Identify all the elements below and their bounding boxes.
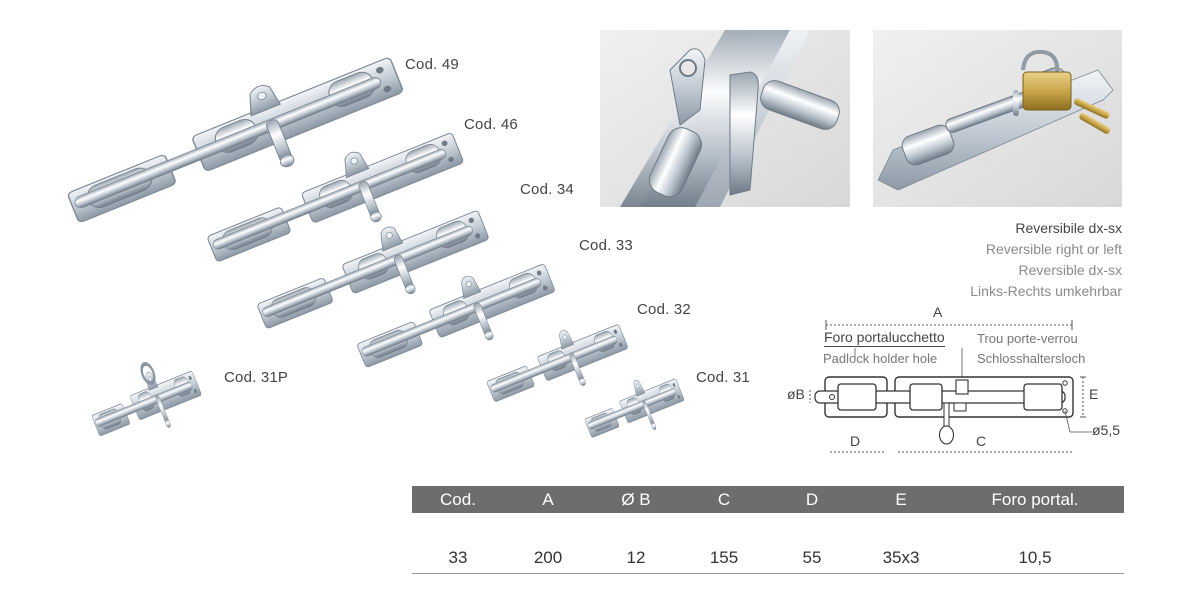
code-label-31p: Cod. 31P [224,369,289,386]
code-label-33: Cod. 33 [579,237,633,254]
foro-label-de: Schlosshaltersloch [977,351,1086,366]
dim-label-d: D [850,433,861,449]
header-e: E [856,486,946,513]
foro-label-it: Foro portalucchetto [824,329,945,347]
reversible-es: Reversible dx-sx [1018,262,1122,278]
code-label-32: Cod. 32 [637,301,691,318]
bolt-cod-31p [83,356,209,440]
cell-cod: 33 [412,513,504,574]
bolt-product-illustrations [55,40,691,440]
spec-table-header: Cod. A Ø B C D E Foro portal. [412,486,1124,513]
dim-label-e: E [1089,386,1099,402]
code-label-31: Cod. 31 [696,369,750,386]
dim-label-c: C [976,433,987,449]
foro-label-fr: Trou porte-verrou [977,331,1078,346]
header-foro: Foro portal. [946,486,1124,513]
header-b: Ø B [592,486,680,513]
reversible-it: Reversibile dx-sx [1015,220,1122,236]
cell-d: 55 [768,513,856,574]
header-a: A [504,486,592,513]
reversible-de: Links-Rechts umkehrbar [970,283,1122,299]
header-d: D [768,486,856,513]
bolt-cod-31 [577,365,691,440]
dim-label-b: øB [787,386,805,402]
cell-a: 200 [504,513,592,574]
bolt-cod-32 [478,309,636,420]
cell-e: 35x3 [856,513,946,574]
foro-label-en: Padlock holder hole [823,351,938,366]
cell-b: 12 [592,513,680,574]
reversible-en: Reversible right or left [985,241,1122,257]
code-label-34: Cod. 34 [520,181,574,198]
code-label-49: Cod. 49 [405,56,459,73]
header-cod: Cod. [412,486,504,513]
header-c: C [680,486,768,513]
padlock-photo [873,30,1122,207]
table-row: 33 200 12 155 55 35x3 10,5 [412,513,1124,574]
spec-table: Cod. A Ø B C D E Foro portal. 33 200 12 … [412,486,1124,574]
closeup-photo [600,30,850,207]
dim-label-hole: ø5,5 [1092,422,1121,438]
cell-foro: 10,5 [946,513,1124,574]
bolt-cod-49 [55,40,415,249]
code-label-46: Cod. 46 [464,116,518,133]
dim-label-a: A [933,304,943,320]
cell-c: 155 [680,513,768,574]
technical-drawing [809,320,1092,453]
